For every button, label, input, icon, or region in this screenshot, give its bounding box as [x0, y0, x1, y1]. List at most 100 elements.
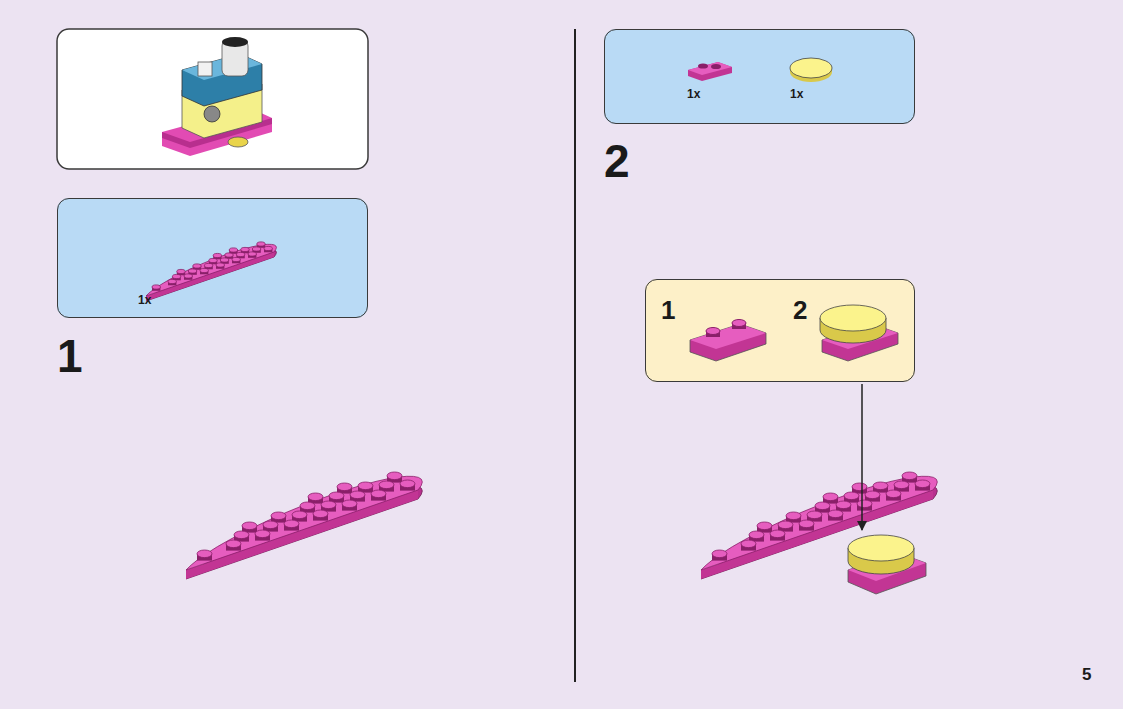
half-plate-part — [146, 242, 276, 301]
stud — [193, 264, 201, 268]
stud — [197, 550, 212, 558]
stud — [257, 242, 265, 246]
stud — [836, 501, 851, 509]
stud — [379, 481, 394, 489]
preview-box — [57, 29, 368, 169]
stud — [823, 493, 838, 501]
plate-top — [186, 476, 422, 570]
sub-plate-with-tile — [820, 305, 898, 361]
stud — [255, 530, 270, 538]
stud — [209, 258, 217, 262]
stud — [371, 490, 386, 498]
stud — [786, 512, 801, 520]
stud — [358, 482, 373, 490]
stud — [242, 522, 257, 530]
stud — [873, 482, 888, 490]
stud — [741, 540, 756, 548]
stud — [770, 530, 785, 538]
stud — [188, 269, 196, 273]
stud — [229, 248, 237, 252]
stud — [263, 521, 278, 529]
stud — [844, 492, 859, 500]
placement-arrow — [861, 384, 863, 530]
parts-list-box: 1x 1x — [604, 29, 915, 124]
stud — [252, 247, 260, 251]
stud — [184, 274, 192, 278]
substep-number: 1 — [661, 297, 675, 323]
stud — [236, 252, 244, 256]
plate-top — [701, 476, 937, 570]
tile-top — [790, 58, 832, 78]
preview-screen — [198, 62, 212, 76]
stud — [292, 511, 307, 519]
half-plate-step2 — [701, 472, 937, 579]
preview-tile — [228, 137, 248, 147]
box-fills — [57, 29, 915, 382]
stud — [226, 540, 241, 548]
plate-side — [688, 62, 732, 81]
stud — [232, 257, 240, 261]
sub-plate-1x2 — [690, 320, 766, 362]
stud — [200, 268, 208, 272]
stud — [284, 520, 299, 528]
stud — [168, 279, 176, 283]
round-tile-part — [790, 58, 832, 82]
stud — [815, 502, 830, 510]
plate-top — [688, 62, 732, 75]
stud — [807, 511, 822, 519]
stud — [698, 63, 708, 68]
parts-list-box: 1x — [57, 198, 368, 318]
tile-top — [820, 305, 886, 331]
stud — [241, 247, 249, 251]
stud — [387, 472, 402, 480]
stud — [234, 531, 249, 539]
stud — [778, 521, 793, 529]
stud — [749, 531, 764, 539]
stud — [857, 500, 872, 508]
stud — [342, 500, 357, 508]
stud — [213, 253, 221, 257]
plate-top — [146, 244, 276, 296]
stud — [886, 490, 901, 498]
quantity-label: 1x — [790, 88, 803, 100]
plate-edge — [146, 252, 274, 301]
quantity-label: 1x — [138, 294, 151, 306]
stud — [865, 491, 880, 499]
plate-side — [690, 324, 766, 361]
placed-plate-with-tile — [848, 535, 926, 594]
step-number: 1 — [57, 333, 83, 379]
stud — [220, 258, 228, 262]
stud — [321, 501, 336, 509]
page-number: 5 — [1082, 666, 1091, 683]
tile-top — [848, 535, 914, 561]
half-plate-step1 — [186, 472, 422, 579]
preview-wheel — [204, 106, 220, 122]
sub-assembly-box-fill — [645, 279, 915, 382]
preview-lid — [222, 37, 248, 47]
stud — [216, 263, 224, 267]
step-number: 2 — [604, 138, 630, 184]
preview-model — [162, 37, 272, 156]
stud — [300, 502, 315, 510]
stud — [799, 520, 814, 528]
plate-edge — [186, 490, 418, 579]
stud — [732, 320, 746, 327]
parts-list-box-fill — [604, 29, 915, 124]
stud — [337, 483, 352, 491]
stud — [902, 472, 917, 480]
plate-top — [690, 324, 766, 349]
stud — [172, 274, 180, 278]
step-divider — [574, 29, 576, 682]
substep-number: 2 — [793, 297, 807, 323]
stud — [271, 512, 286, 520]
stud — [400, 480, 415, 488]
stud — [308, 493, 323, 501]
stud — [177, 269, 185, 273]
sub-assembly-box: 12 — [645, 279, 915, 382]
stud — [712, 550, 727, 558]
stud — [264, 246, 272, 250]
quantity-label: 1x — [687, 88, 700, 100]
stud — [313, 510, 328, 518]
stud — [248, 252, 256, 256]
